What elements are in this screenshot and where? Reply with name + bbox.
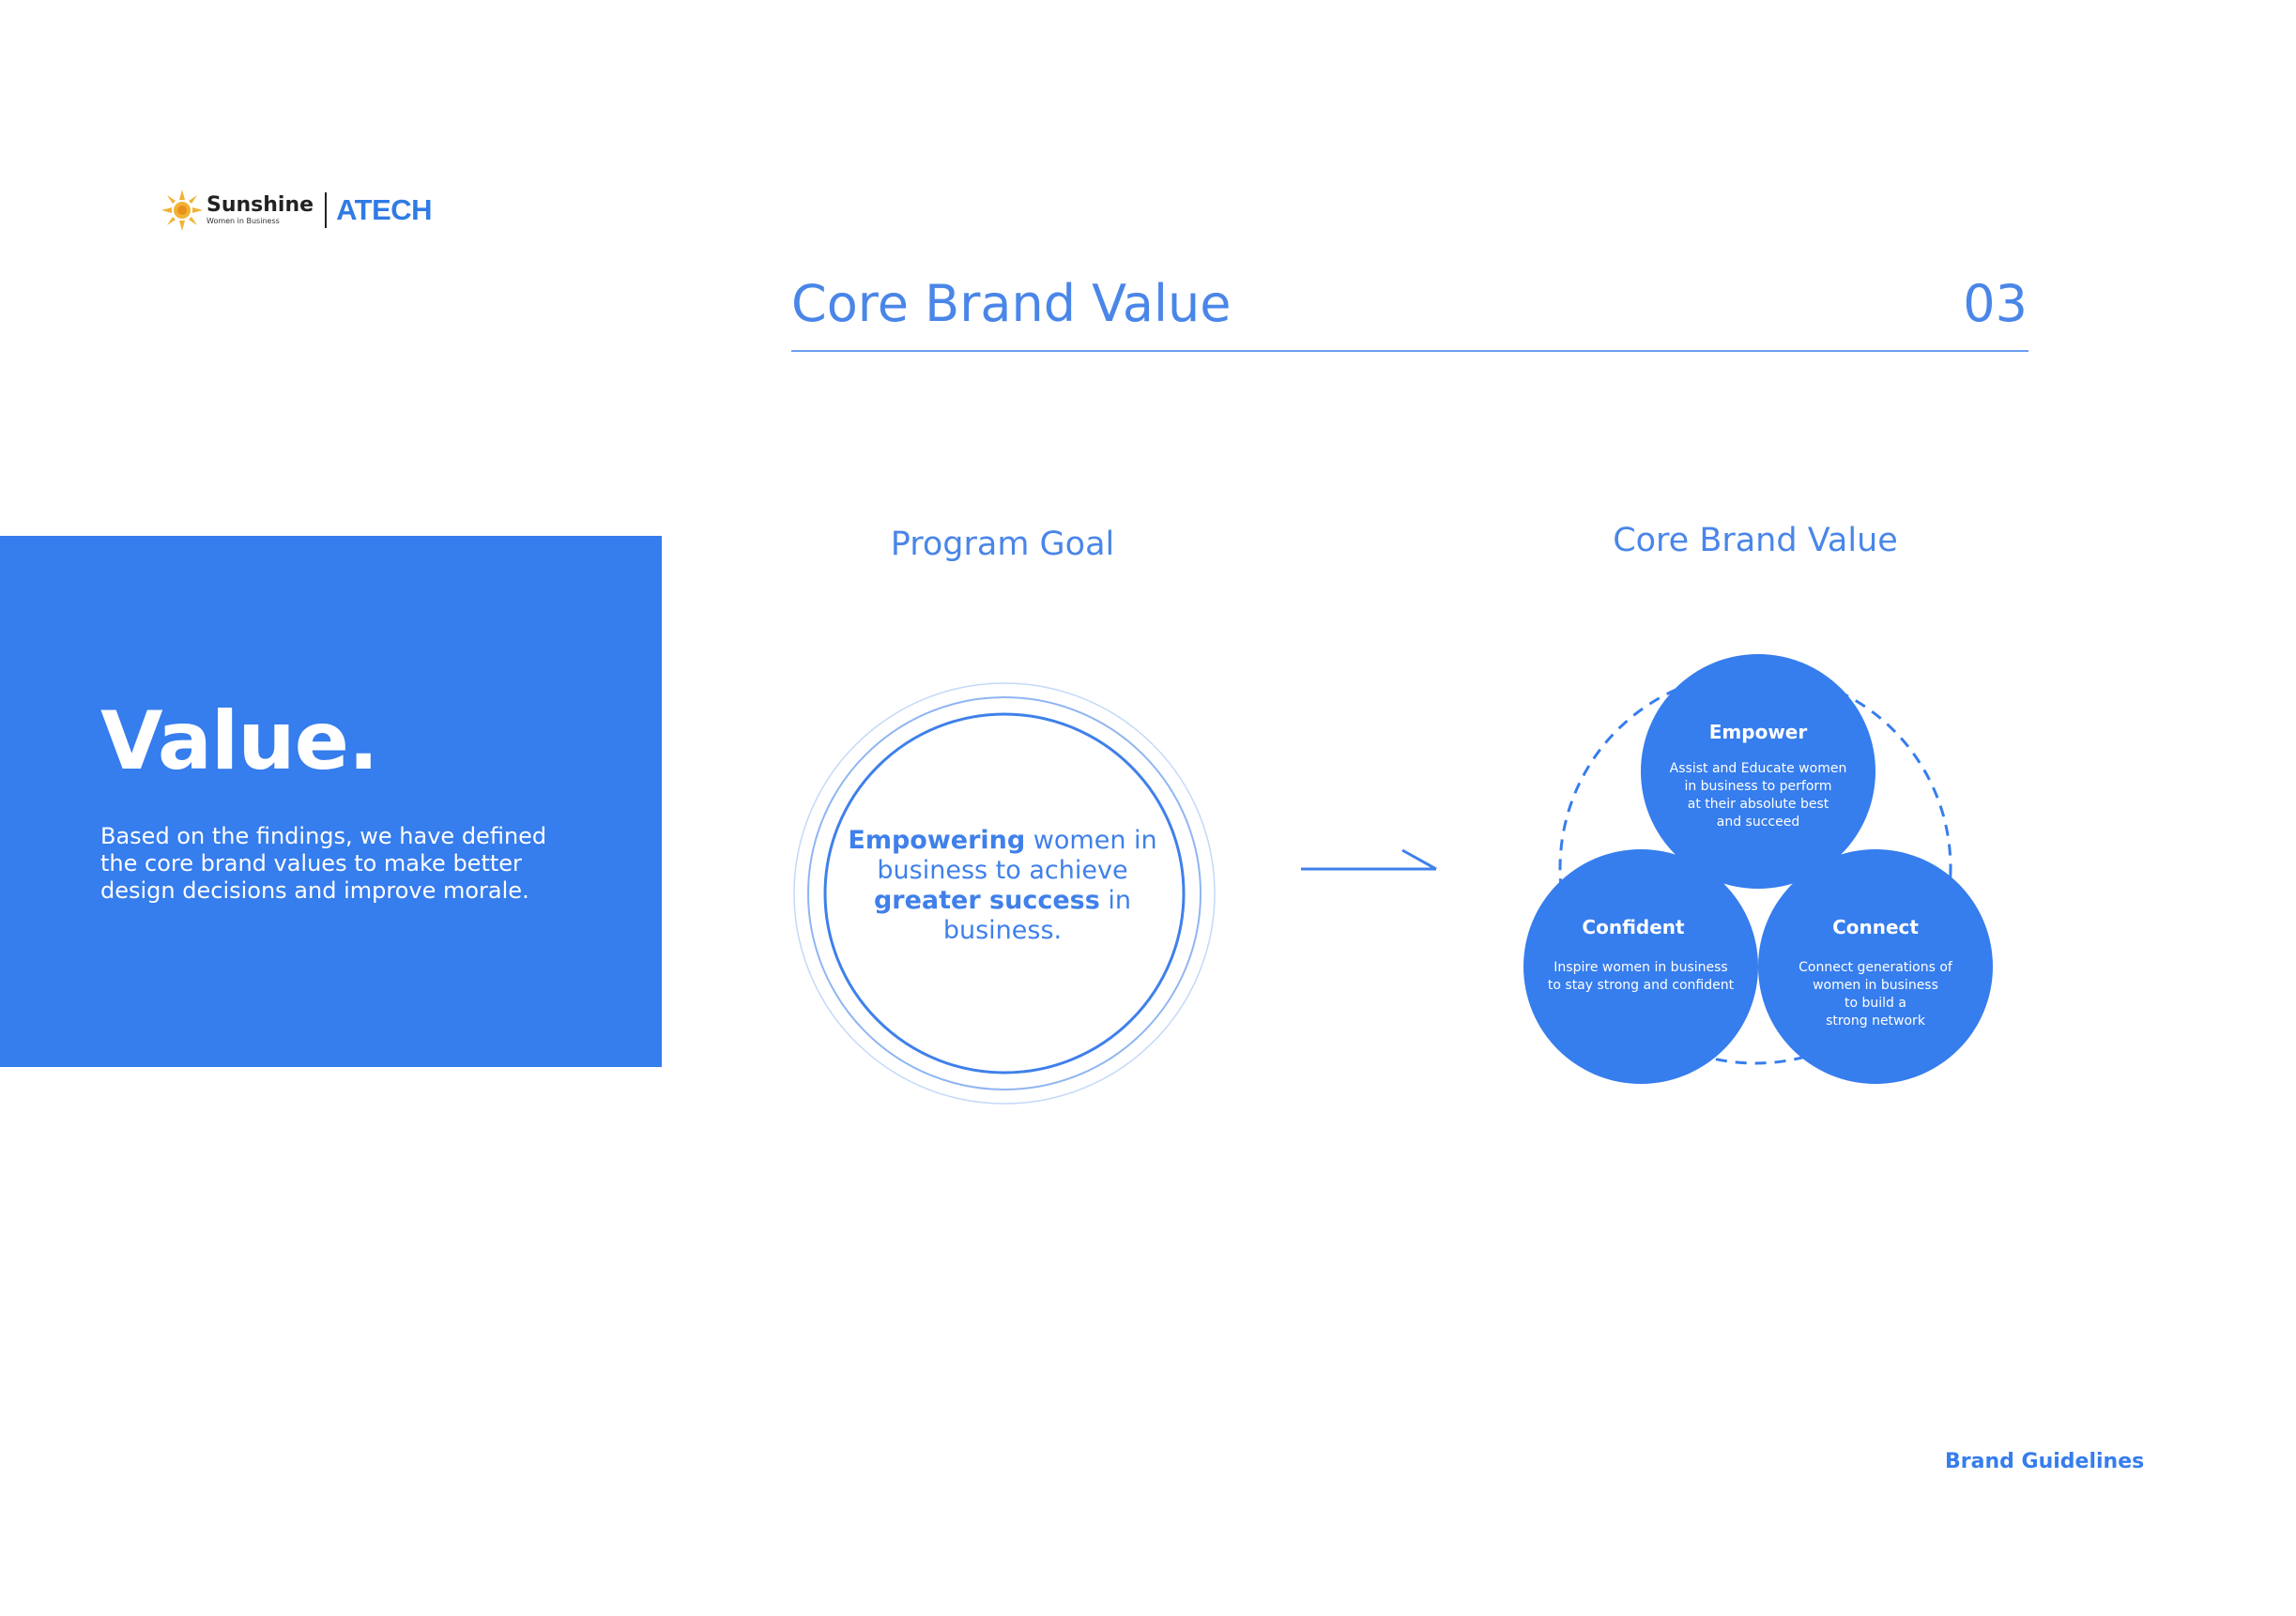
panel-body: Based on the findings, we have defined t… (100, 823, 547, 904)
logo: Sunshine Women in Business ATECH (161, 188, 433, 233)
confident-title: Confident (1582, 916, 1685, 938)
program-goal-heading: Program Goal (890, 526, 1115, 563)
core-value-heading: Core Brand Value (1613, 522, 1898, 559)
goal-ring-middle (807, 696, 1202, 1090)
logo-brand-name: Sunshine (207, 193, 314, 217)
value-panel (0, 536, 662, 1067)
panel-heading: Value. (100, 694, 379, 788)
arrow-icon (1301, 848, 1437, 871)
value-dashed-ring (1558, 671, 1952, 1065)
goal-ring-inner (823, 712, 1186, 1075)
footer-label: Brand Guidelines (1945, 1450, 2145, 1473)
empower-circle (1641, 654, 1875, 889)
logo-divider (325, 192, 328, 228)
sun-icon (161, 190, 203, 231)
program-goal-text: Empowering women in business to achieve … (848, 826, 1157, 945)
connect-circle (1758, 849, 1993, 1084)
confident-circle (1523, 849, 1758, 1084)
empower-title: Empower (1708, 721, 1808, 743)
confident-description: Inspire women in business to stay strong… (1547, 960, 1735, 993)
logo-partner-name: ATECH (336, 193, 433, 226)
connect-description: Connect generations of women in business… (1799, 960, 1952, 1029)
page-title: Core Brand Value (791, 274, 1232, 333)
connect-title: Connect (1832, 916, 1919, 938)
goal-ring-outer (793, 682, 1216, 1105)
page-number: 03 (1963, 274, 2028, 333)
header-divider (791, 350, 2028, 352)
logo-brand-tagline: Women in Business (207, 217, 280, 225)
empower-description: Assist and Educate women in business to … (1669, 761, 1847, 830)
